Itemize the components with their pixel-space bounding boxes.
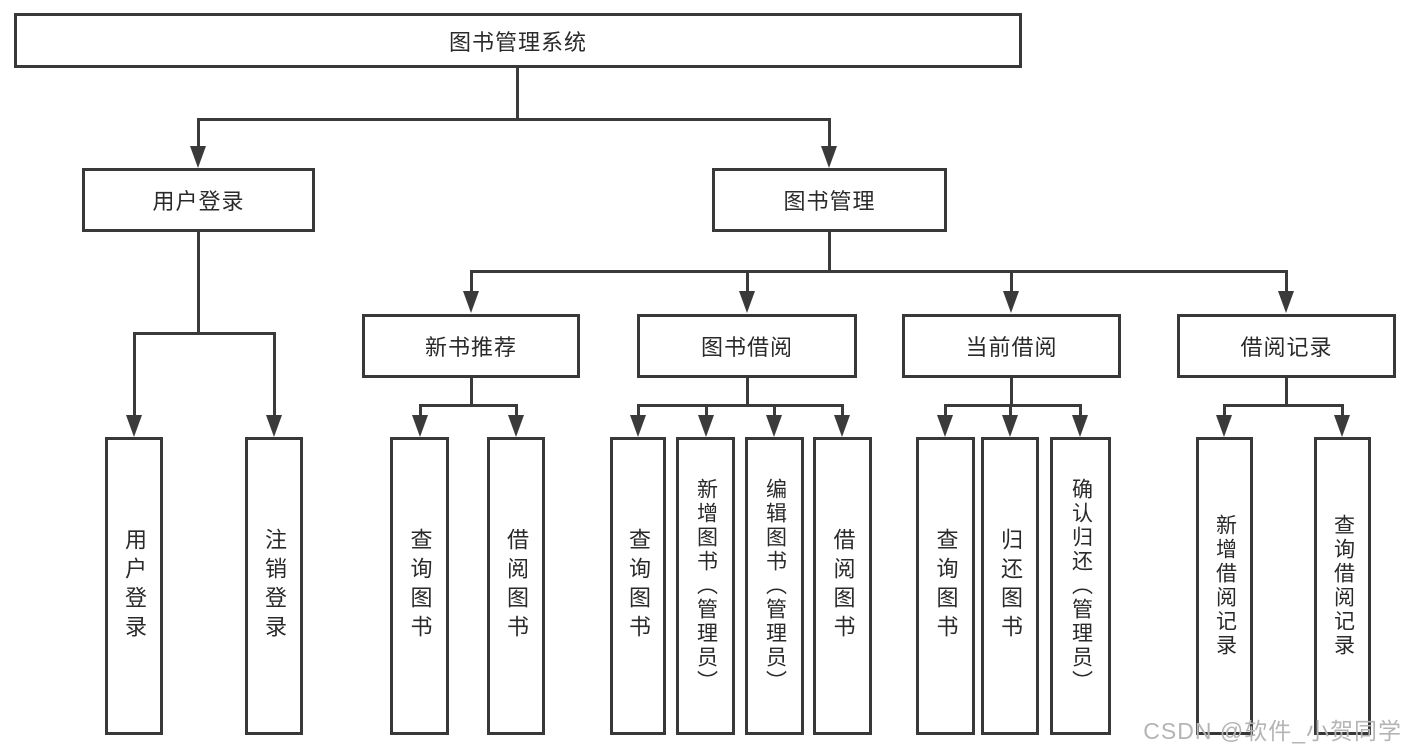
connector-root-right-drop: [828, 118, 831, 150]
connector-mgmt-drop: [746, 270, 749, 294]
node-book-management: 图书管理: [712, 168, 947, 232]
connector-borrow-stem: [746, 378, 749, 406]
arrow-down-icon: [1002, 415, 1018, 437]
connector-mgmt-stem: [828, 232, 831, 272]
node-new-book-recommend: 新书推荐: [362, 314, 580, 378]
connector-current-drop: [1009, 404, 1012, 418]
connector-record-split: [1223, 404, 1343, 407]
connector-borrow-drop: [773, 404, 776, 418]
node-borrow-record: 借阅记录: [1177, 314, 1396, 378]
connector-newbook-stem: [470, 378, 473, 406]
connector-mgmt-drop: [1010, 270, 1013, 294]
connector-root-left-drop: [197, 118, 200, 150]
arrow-down-icon: [834, 415, 850, 437]
node-root-label: 图书管理系统: [448, 29, 587, 55]
leaf-add-borrow-record: 新增借阅记录: [1196, 437, 1253, 735]
connector-borrow-drop: [841, 404, 844, 418]
arrow-down-icon: [630, 415, 646, 437]
connector-root-split: [197, 118, 831, 121]
connector-borrow-drop: [705, 404, 708, 418]
leaf-return-books: 归还图书: [981, 437, 1039, 735]
connector-borrow-split: [637, 404, 843, 407]
arrow-down-icon: [1278, 291, 1294, 313]
leaf-edit-books-admin-label: 编辑图书（管理员）: [763, 478, 787, 694]
node-borrow-record-label: 借阅记录: [1240, 335, 1333, 360]
arrow-down-icon: [412, 415, 428, 437]
connector-current-drop: [944, 404, 947, 418]
leaf-query-borrow-record-label: 查询借阅记录: [1331, 514, 1355, 658]
connector-login-drop: [133, 332, 136, 418]
leaf-query-borrow-record: 查询借阅记录: [1314, 437, 1371, 735]
connector-mgmt-drop: [1285, 270, 1288, 294]
leaf-borrow-books-newbook-label: 借阅图书: [504, 528, 529, 644]
arrow-down-icon: [266, 415, 282, 437]
node-book-management-label: 图书管理: [783, 189, 876, 214]
connector-borrow-drop: [637, 404, 640, 418]
leaf-query-books-current: 查询图书: [916, 437, 975, 735]
leaf-edit-books-admin: 编辑图书（管理员）: [745, 437, 804, 735]
node-current-borrow-label: 当前借阅: [965, 335, 1058, 360]
node-book-borrow-label: 图书借阅: [700, 335, 793, 360]
arrow-down-icon: [1334, 415, 1350, 437]
leaf-add-books-admin-label: 新增图书（管理员）: [694, 478, 718, 694]
leaf-query-books-current-label: 查询图书: [933, 528, 959, 644]
connector-newbook-drop: [515, 404, 518, 418]
arrow-down-icon: [937, 415, 953, 437]
connector-newbook-split: [419, 404, 517, 407]
arrow-down-icon: [1072, 415, 1088, 437]
connector-current-split: [944, 404, 1081, 407]
leaf-borrow-books-borrow-label: 借阅图书: [830, 528, 856, 644]
node-book-borrow: 图书借阅: [637, 314, 857, 378]
connector-record-stem: [1285, 378, 1288, 406]
node-root: 图书管理系统: [14, 13, 1022, 68]
connector-mgmt-drop: [470, 270, 473, 294]
leaf-user-login: 用户登录: [105, 437, 163, 735]
connector-record-drop: [1341, 404, 1344, 418]
arrow-down-icon: [508, 415, 524, 437]
node-new-book-recommend-label: 新书推荐: [424, 335, 517, 360]
arrow-down-icon: [1216, 415, 1232, 437]
leaf-add-borrow-record-label: 新增借阅记录: [1213, 514, 1237, 658]
leaf-query-books-borrow-label: 查询图书: [626, 528, 651, 644]
connector-newbook-drop: [419, 404, 422, 418]
arrow-down-icon: [766, 415, 782, 437]
node-user-login: 用户登录: [82, 168, 315, 232]
node-user-login-label: 用户登录: [152, 189, 245, 214]
node-current-borrow: 当前借阅: [902, 314, 1121, 378]
leaf-confirm-return-admin: 确认归还（管理员）: [1050, 437, 1111, 735]
leaf-borrow-books-newbook: 借阅图书: [487, 437, 545, 735]
connector-login-stem: [197, 232, 200, 334]
leaf-borrow-books-borrow: 借阅图书: [813, 437, 872, 735]
arrow-down-icon: [739, 291, 755, 313]
arrow-down-icon: [821, 146, 837, 168]
connector-login-split: [133, 332, 276, 335]
connector-current-drop: [1079, 404, 1082, 418]
leaf-confirm-return-admin-label: 确认归还（管理员）: [1069, 478, 1093, 694]
leaf-add-books-admin: 新增图书（管理员）: [676, 437, 735, 735]
connector-login-drop: [273, 332, 276, 418]
leaf-logout: 注销登录: [245, 437, 303, 735]
leaf-query-books-newbook-label: 查询图书: [407, 528, 433, 644]
leaf-logout-label: 注销登录: [262, 528, 287, 644]
arrow-down-icon: [1003, 291, 1019, 313]
arrow-down-icon: [190, 146, 206, 168]
watermark-text: CSDN @软件_小贺同学: [1143, 718, 1402, 744]
leaf-user-login-label: 用户登录: [122, 528, 147, 644]
connector-root-stem: [516, 68, 519, 120]
connector-mgmt-split: [470, 270, 1288, 273]
arrow-down-icon: [463, 291, 479, 313]
arrow-down-icon: [698, 415, 714, 437]
leaf-query-books-borrow: 查询图书: [610, 437, 666, 735]
arrow-down-icon: [126, 415, 142, 437]
leaf-return-books-label: 归还图书: [998, 528, 1023, 644]
leaf-query-books-newbook: 查询图书: [390, 437, 449, 735]
connector-record-drop: [1223, 404, 1226, 418]
connector-current-stem: [1010, 378, 1013, 406]
